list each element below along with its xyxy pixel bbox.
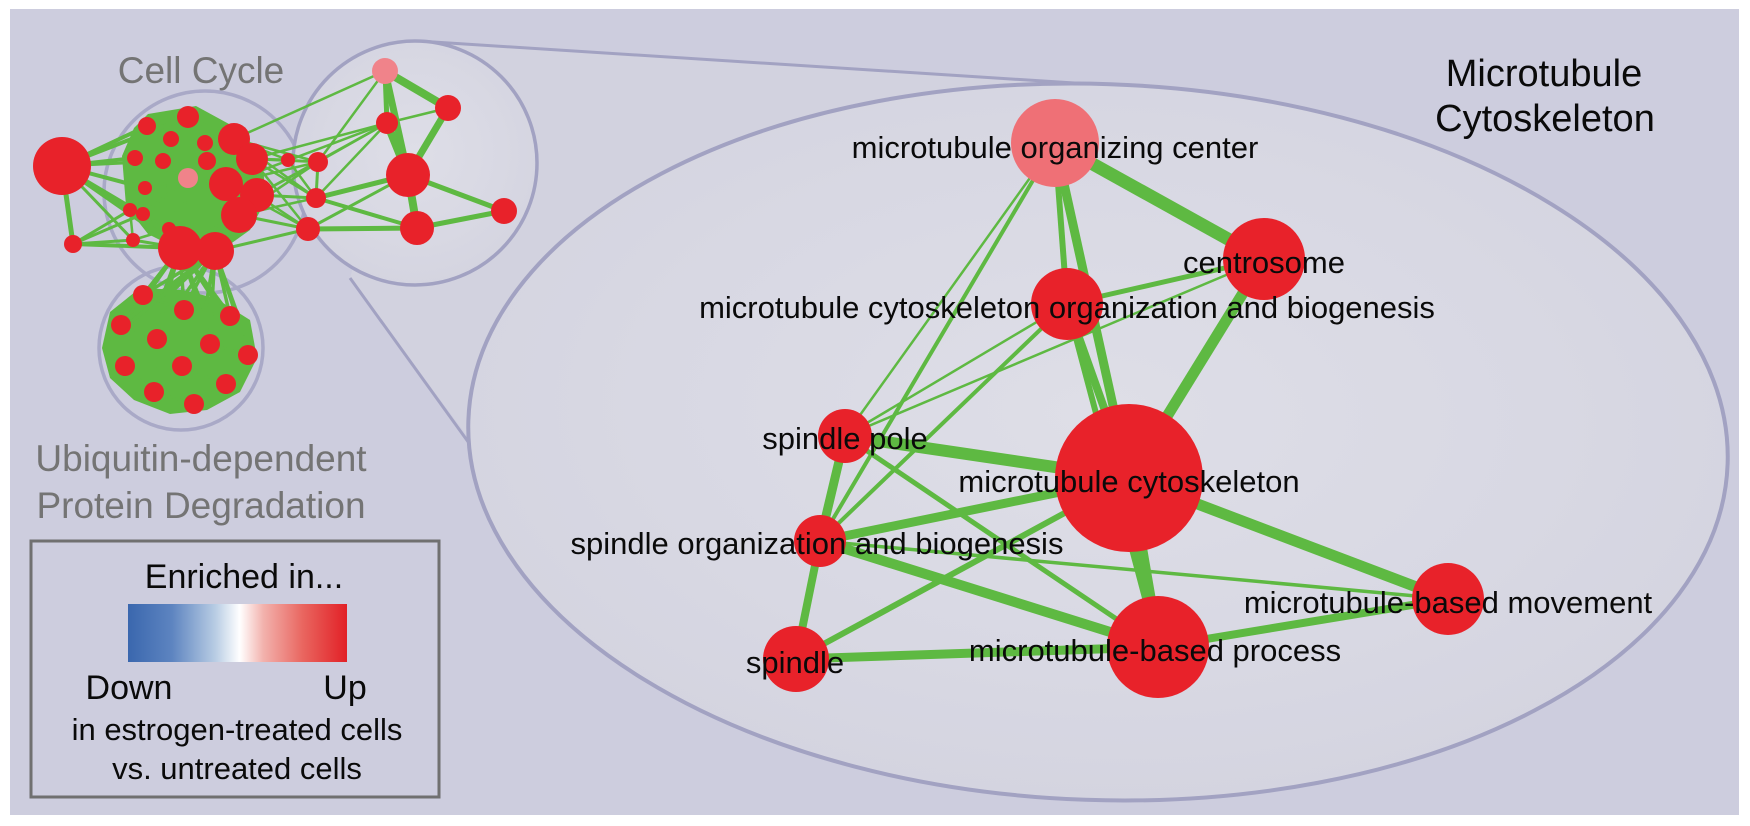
svg-text:microtubule organizing center: microtubule organizing center [852, 130, 1259, 165]
svg-text:Up: Up [323, 669, 366, 707]
svg-text:Cytoskeleton: Cytoskeleton [1435, 98, 1655, 140]
svg-text:Cell Cycle: Cell Cycle [118, 50, 285, 91]
svg-text:Protein Degradation: Protein Degradation [36, 485, 365, 526]
svg-text:Enriched in...: Enriched in... [145, 558, 343, 596]
svg-text:Ubiquitin-dependent: Ubiquitin-dependent [35, 438, 367, 479]
svg-text:microtubule-based process: microtubule-based process [969, 633, 1341, 668]
svg-text:Microtubule: Microtubule [1446, 53, 1642, 95]
svg-text:microtubule cytoskeleton organ: microtubule cytoskeleton organization an… [699, 290, 1435, 325]
svg-text:spindle: spindle [746, 645, 844, 680]
svg-text:microtubule-based movement: microtubule-based movement [1244, 585, 1653, 620]
svg-text:vs. untreated cells: vs. untreated cells [112, 751, 362, 786]
svg-text:microtubule cytoskeleton: microtubule cytoskeleton [958, 464, 1299, 499]
svg-text:in estrogen-treated cells: in estrogen-treated cells [72, 712, 403, 747]
svg-text:Down: Down [86, 669, 173, 707]
svg-text:centrosome: centrosome [1183, 245, 1345, 280]
svg-text:spindle pole: spindle pole [762, 421, 927, 456]
svg-text:spindle organization and bioge: spindle organization and biogenesis [571, 526, 1064, 561]
